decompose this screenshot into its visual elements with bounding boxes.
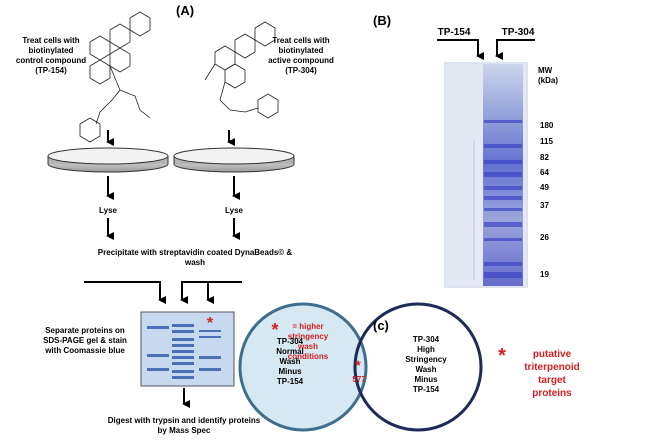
mw-marker: 82 (540, 153, 549, 162)
culture-dish-left (47, 147, 169, 173)
precipitate-text: Precipitate with streptavidin coated Dyn… (97, 248, 293, 267)
panel-a-label: (A) (176, 3, 195, 18)
panel-c-label: (c) (373, 318, 389, 333)
legend-star: * (498, 345, 506, 367)
active-compound-structure (204, 21, 279, 119)
digest-text: Digest with trypsin and identify protein… (107, 416, 261, 435)
mw-marker: 19 (540, 270, 549, 279)
mw-marker: 49 (540, 183, 549, 192)
lane-label-tp304: TP-304 (501, 27, 535, 38)
venn-overlap-star: * (355, 357, 361, 373)
sds-page-gel (140, 311, 235, 387)
lane-arrows (437, 39, 535, 60)
venn-overlap-count: 577 (352, 375, 366, 384)
lyse-label-left: Lyse (99, 206, 117, 215)
panel-b-label: (B) (373, 13, 392, 28)
mw-marker: 115 (540, 137, 553, 146)
lyse-label-right: Lyse (225, 206, 243, 215)
western-gel-image (444, 62, 528, 288)
gel-loading-arrows (84, 281, 242, 304)
mw-marker: 64 (540, 168, 549, 177)
mw-title: MW(kDa) (538, 66, 559, 85)
control-compound-structure (79, 11, 151, 143)
mw-marker: 37 (540, 201, 549, 210)
stringency-star: * (271, 320, 279, 340)
venn-right-circle (353, 302, 483, 432)
mw-marker: 180 (540, 121, 554, 130)
mw-marker: 26 (540, 233, 549, 242)
culture-dish-right (173, 147, 295, 173)
gel-lane-star: * (206, 315, 214, 332)
venn-left-circle (238, 302, 368, 432)
lane-label-tp154: TP-154 (437, 27, 471, 38)
